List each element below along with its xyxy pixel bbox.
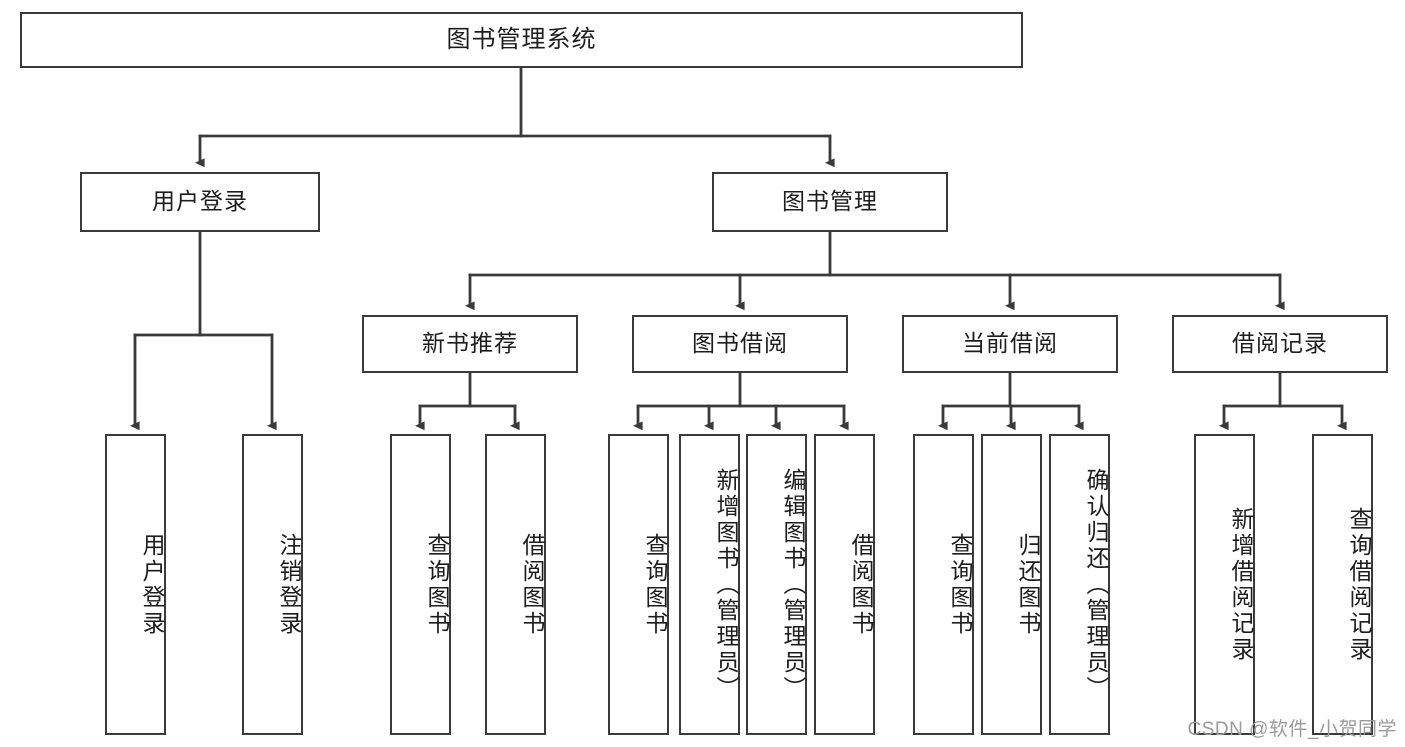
- node-label: 图书管理系统: [446, 25, 597, 53]
- node-leaf-query-book-recommend[interactable]: 查询图书: [390, 434, 451, 735]
- node-leaf-add-book-admin[interactable]: 新增图书（管理员）: [679, 434, 740, 735]
- node-label: 用户登录: [152, 188, 248, 215]
- node-label: 新增图书（管理员）: [713, 467, 739, 702]
- node-leaf-confirm-return-admin[interactable]: 确认归还（管理员）: [1049, 434, 1110, 735]
- node-leaf-return-book[interactable]: 归还图书: [981, 434, 1042, 735]
- node-label: 归还图书: [1015, 532, 1041, 637]
- node-label: 图书借阅: [692, 330, 788, 357]
- node-leaf-query-book-borrow[interactable]: 查询图书: [608, 434, 669, 735]
- node-borrow-record[interactable]: 借阅记录: [1172, 315, 1388, 373]
- node-label: 借阅图书: [848, 532, 874, 637]
- node-new-book-recommend[interactable]: 新书推荐: [362, 315, 578, 373]
- node-label: 借阅记录: [1232, 330, 1328, 357]
- node-label: 编辑图书（管理员）: [780, 467, 806, 702]
- node-label: 用户登录: [139, 532, 165, 637]
- node-book-borrow[interactable]: 图书借阅: [632, 315, 848, 373]
- node-label: 查询图书: [947, 532, 973, 637]
- node-label: 注销登录: [276, 532, 302, 637]
- node-leaf-add-borrow-record[interactable]: 新增借阅记录: [1194, 434, 1255, 735]
- node-leaf-logout[interactable]: 注销登录: [242, 434, 303, 735]
- node-label: 图书管理: [782, 188, 878, 215]
- node-book-manage[interactable]: 图书管理: [712, 172, 948, 232]
- csdn-watermark: CSDN @软件_小贺同学: [1187, 719, 1397, 740]
- node-label: 当前借阅: [962, 330, 1058, 357]
- node-label: 确认归还（管理员）: [1083, 467, 1109, 702]
- node-leaf-user-login[interactable]: 用户登录: [105, 434, 166, 735]
- node-label: 查询图书: [424, 532, 450, 637]
- node-label: 新增借阅记录: [1228, 506, 1254, 663]
- node-leaf-edit-book-admin[interactable]: 编辑图书（管理员）: [746, 434, 807, 735]
- node-label: 查询图书: [642, 532, 668, 637]
- node-leaf-borrow-book-recommend[interactable]: 借阅图书: [485, 434, 546, 735]
- node-user-login[interactable]: 用户登录: [80, 172, 320, 232]
- node-leaf-query-book-current[interactable]: 查询图书: [913, 434, 974, 735]
- node-current-borrow[interactable]: 当前借阅: [902, 315, 1118, 373]
- node-root-library-system[interactable]: 图书管理系统: [20, 12, 1023, 68]
- node-leaf-borrow-book[interactable]: 借阅图书: [814, 434, 875, 735]
- node-label: 新书推荐: [422, 330, 518, 357]
- node-label: 借阅图书: [519, 532, 545, 637]
- node-label: 查询借阅记录: [1346, 506, 1372, 663]
- node-leaf-query-borrow-record[interactable]: 查询借阅记录: [1312, 434, 1373, 735]
